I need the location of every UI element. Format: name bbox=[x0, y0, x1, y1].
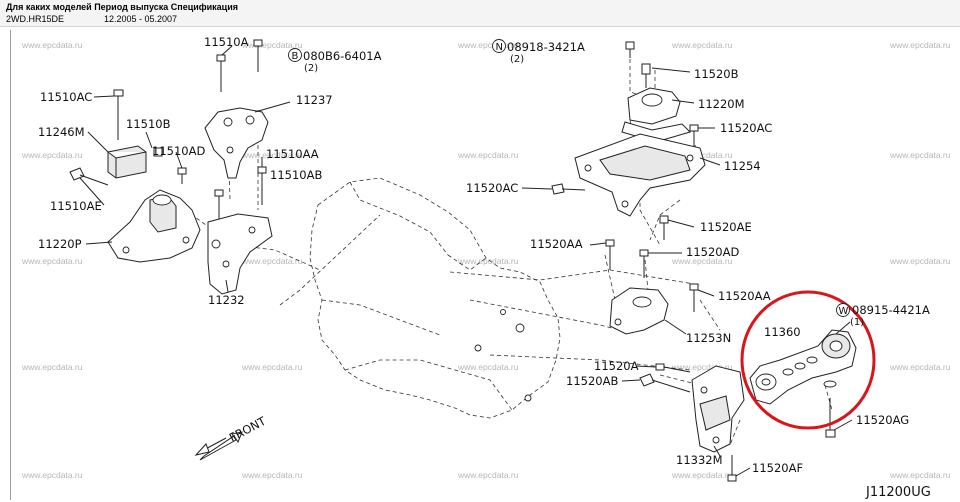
bolts-top-left bbox=[69, 39, 267, 226]
part-11332m bbox=[639, 363, 745, 482]
watermark: www.epcdata.ru bbox=[241, 256, 303, 266]
label-11520ag: 11520AG bbox=[856, 413, 909, 427]
bracket-11237 bbox=[204, 107, 269, 179]
watermark: www.epcdata.ru bbox=[241, 470, 303, 480]
header-model: 2WD.HR15DE bbox=[6, 14, 65, 24]
label-11510ae: 11510AE bbox=[50, 199, 102, 213]
watermark: www.epcdata.ru bbox=[889, 40, 951, 50]
part-11253n bbox=[605, 239, 699, 335]
label-11220m: 11220M bbox=[698, 97, 745, 111]
label-11232: 11232 bbox=[208, 293, 245, 307]
watermark: www.epcdata.ru bbox=[457, 362, 519, 372]
watermark: www.epcdata.ru bbox=[671, 362, 733, 372]
label-11520ab: 11520AB bbox=[566, 374, 618, 388]
watermark: www.epcdata.ru bbox=[241, 40, 303, 50]
part-labels: 11510A 080B6-6401A (2) 08918-3421A (2) 1… bbox=[38, 35, 930, 475]
highlight-circle bbox=[740, 290, 876, 430]
watermark: www.epcdata.ru bbox=[21, 470, 83, 480]
label-11520ac-right: 11520AC bbox=[720, 121, 772, 135]
label-11220p: 11220P bbox=[38, 237, 82, 251]
prefix-w-mark: W bbox=[839, 306, 849, 317]
engine-block-outline bbox=[309, 177, 561, 419]
prefix-b-mark: B bbox=[292, 51, 299, 62]
prefix-marks: B N W bbox=[288, 39, 850, 317]
label-11510ab: 11510AB bbox=[270, 168, 322, 182]
label-080b6-6401a: 080B6-6401A bbox=[303, 49, 382, 63]
label-11520b: 11520B bbox=[694, 67, 739, 81]
part-11220m bbox=[621, 41, 691, 143]
watermark: www.epcdata.ru bbox=[457, 256, 519, 266]
label-08918-qty: (2) bbox=[510, 54, 524, 65]
part-11254 bbox=[551, 124, 706, 240]
watermark: www.epcdata.ru bbox=[671, 470, 733, 480]
watermark: www.epcdata.ru bbox=[889, 470, 951, 480]
watermark: www.epcdata.ru bbox=[889, 256, 951, 266]
label-11332m: 11332M bbox=[676, 453, 723, 467]
label-11510aa: 11510AA bbox=[266, 147, 319, 161]
label-11510b: 11510B bbox=[126, 117, 171, 131]
label-11510ad: 11510AD bbox=[152, 144, 205, 158]
label-11520ad: 11520AD bbox=[686, 245, 739, 259]
label-11254: 11254 bbox=[724, 159, 761, 173]
header-period: 12.2005 - 05.2007 bbox=[104, 14, 178, 24]
label-08918-3421a: 08918-3421A bbox=[507, 40, 585, 54]
watermark: www.epcdata.ru bbox=[241, 362, 303, 372]
watermark: www.epcdata.ru bbox=[457, 150, 519, 160]
watermark: www.epcdata.ru bbox=[457, 470, 519, 480]
label-11510a: 11510A bbox=[204, 35, 249, 49]
diagram-frame bbox=[10, 30, 957, 500]
header-values: 2WD.HR15DE 12.2005 - 05.2007 bbox=[6, 14, 177, 24]
watermark: www.epcdata.ru bbox=[21, 256, 83, 266]
watermark: www.epcdata.ru bbox=[241, 150, 303, 160]
watermark: www.epcdata.ru bbox=[21, 40, 83, 50]
label-11520af: 11520AF bbox=[752, 461, 803, 475]
prefix-n-mark: N bbox=[496, 42, 503, 53]
label-11520ae: 11520AE bbox=[700, 220, 752, 234]
label-11237: 11237 bbox=[296, 93, 333, 107]
label-11246m: 11246M bbox=[38, 125, 85, 139]
label-08915-4421a: 08915-4421A bbox=[852, 303, 930, 317]
label-11360: 11360 bbox=[764, 325, 801, 339]
watermark: www.epcdata.ru bbox=[21, 362, 83, 372]
watermark: www.epcdata.ru bbox=[889, 362, 951, 372]
label-11520aa-right: 11520AA bbox=[718, 289, 771, 303]
label-080b6-qty: (2) bbox=[304, 63, 318, 74]
front-arrow: FRONT bbox=[194, 413, 269, 461]
label-11520ac-left: 11520AC bbox=[466, 181, 518, 195]
part-11220p bbox=[107, 189, 201, 263]
watermark: www.epcdata.ru bbox=[671, 40, 733, 50]
watermarks: www.epcdata.ru www.epcdata.ru www.epcdat… bbox=[21, 40, 951, 480]
label-11510ac: 11510AC bbox=[40, 90, 92, 104]
spec-header: Для каких моделей Период выпуска Специфи… bbox=[0, 0, 960, 27]
part-11246m bbox=[107, 145, 147, 179]
front-label: FRONT bbox=[227, 413, 269, 444]
watermark: www.epcdata.ru bbox=[889, 150, 951, 160]
header-columns: Для каких моделей Период выпуска Специфи… bbox=[6, 2, 238, 12]
part-11232 bbox=[207, 213, 273, 295]
label-08915-qty: (1) bbox=[850, 317, 864, 328]
watermark: www.epcdata.ru bbox=[21, 150, 83, 160]
label-11520a-bottom: 11520A bbox=[594, 359, 639, 373]
label-11520aa-left: 11520AA bbox=[530, 237, 583, 251]
label-leaders bbox=[79, 45, 853, 477]
label-11253n: 11253N bbox=[686, 331, 731, 345]
diagram-code: J11200UG bbox=[865, 485, 931, 500]
watermark: www.epcdata.ru bbox=[457, 40, 519, 50]
watermark: www.epcdata.ru bbox=[671, 256, 733, 266]
